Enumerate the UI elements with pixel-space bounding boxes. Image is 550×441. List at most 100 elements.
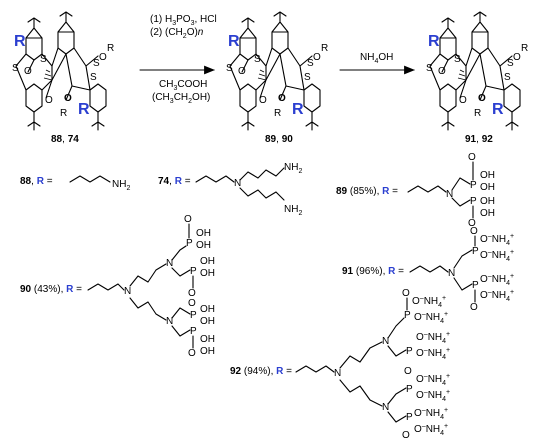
svg-text:OH: OH: [480, 170, 495, 181]
r-label: R: [292, 101, 304, 118]
r-label: R: [60, 108, 67, 119]
svg-text:OH: OH: [480, 208, 495, 219]
o-atom: O: [313, 52, 321, 63]
s-atom: S: [40, 54, 47, 65]
s-atom: S: [254, 54, 261, 65]
svg-text:NH2: NH2: [112, 179, 130, 192]
solvent-line-1: CH3COOH: [159, 79, 207, 92]
svg-text:OH: OH: [480, 182, 495, 193]
svg-text:OH: OH: [200, 304, 215, 315]
svg-text:N: N: [124, 286, 131, 297]
s-atom: S: [304, 72, 311, 83]
r-def-91: 91 (96%), R = N P O O–NH4+ O–NH4+ P O O–…: [342, 226, 514, 313]
svg-text:OH: OH: [196, 240, 211, 251]
reagent-line-2: (2) (CH2O)n: [150, 27, 204, 40]
svg-text:O–NH4+: O–NH4+: [416, 331, 450, 345]
r-label: R: [492, 101, 504, 118]
s-atom: S: [226, 63, 233, 74]
svg-text:N: N: [166, 258, 173, 269]
svg-text:92 (94%), R =: 92 (94%), R =: [230, 366, 292, 377]
structure-88-74: R O S S S S O R O R O R 88, 74: [12, 11, 114, 145]
o-atom: O: [278, 93, 286, 104]
svg-text:P: P: [406, 346, 413, 357]
s-atom: S: [12, 63, 19, 74]
o-atom: O: [45, 95, 53, 106]
svg-text:89 (85%), R =: 89 (85%), R =: [336, 186, 398, 197]
svg-text:OH: OH: [200, 316, 215, 327]
r-label: R: [428, 33, 440, 50]
svg-text:P: P: [190, 326, 197, 337]
svg-text:N: N: [334, 368, 341, 379]
r-label: R: [521, 43, 528, 54]
s-atom: S: [307, 58, 314, 69]
svg-text:OH: OH: [200, 256, 215, 267]
svg-text:P: P: [470, 196, 477, 207]
svg-text:P: P: [472, 246, 479, 257]
solvent-line-2: (CH3CH2OH): [152, 92, 210, 105]
s-atom: S: [504, 72, 511, 83]
svg-text:N: N: [382, 336, 389, 347]
svg-text:O: O: [184, 214, 192, 225]
svg-text:O: O: [404, 366, 412, 377]
svg-text:P: P: [404, 310, 411, 321]
svg-text:O: O: [470, 302, 478, 313]
reagent-line-1: (1) H3PO3, HCl: [150, 14, 217, 27]
svg-text:O–NH4+: O–NH4+: [416, 389, 450, 403]
svg-text:P: P: [190, 310, 197, 321]
svg-text:O–NH4+: O–NH4+: [412, 295, 446, 309]
r-def-90: 90 (43%), R = N N P O OH OH P O OH OH N …: [20, 214, 215, 359]
svg-text:O–NH4+: O–NH4+: [480, 289, 514, 303]
svg-text:88, R =: 88, R =: [20, 176, 53, 187]
svg-text:90 (43%), R =: 90 (43%), R =: [20, 284, 82, 295]
svg-text:O: O: [188, 288, 196, 299]
svg-text:OH: OH: [200, 268, 215, 279]
svg-text:O: O: [468, 152, 476, 163]
o-atom: O: [478, 93, 486, 104]
reaction-step-1: (1) H3PO3, HCl (2) (CH2O)n CH3COOH (CH3C…: [139, 14, 217, 105]
svg-text:91 (96%), R =: 91 (96%), R =: [342, 266, 404, 277]
svg-text:O–NH4+: O–NH4+: [414, 423, 448, 437]
r-label: R: [474, 108, 481, 119]
r-label: R: [107, 43, 114, 54]
s-atom: S: [90, 72, 97, 83]
svg-text:O: O: [470, 226, 478, 237]
svg-text:N: N: [234, 178, 241, 189]
svg-text:74, R =: 74, R =: [158, 176, 191, 187]
r-label: R: [14, 33, 26, 50]
compound-label: 89, 90: [265, 134, 293, 145]
svg-text:N: N: [166, 316, 173, 327]
svg-text:O: O: [402, 288, 410, 299]
reaction-step-2: NH4OH: [339, 52, 416, 75]
structure-89-90: R O S S S S O R O R O R 89, 90: [226, 11, 328, 145]
r-def-92: 92 (94%), R = N N P O O–NH4+ O–NH4+ P O …: [230, 288, 450, 441]
svg-text:OH: OH: [200, 346, 215, 357]
r-label: R: [274, 108, 281, 119]
svg-text:O–NH4+: O–NH4+: [414, 407, 448, 421]
r-label: R: [78, 101, 90, 118]
svg-text:P: P: [406, 384, 413, 395]
svg-text:O–NH4+: O–NH4+: [414, 311, 448, 325]
compound-label: 91, 92: [465, 134, 493, 145]
svg-text:OH: OH: [200, 334, 215, 345]
s-atom: S: [93, 58, 100, 69]
r-def-74: 74, R = N NH2 NH2: [158, 162, 302, 217]
svg-text:NH2: NH2: [284, 204, 302, 217]
svg-text:OH: OH: [196, 228, 211, 239]
s-atom: S: [454, 54, 461, 65]
r-label: R: [321, 43, 328, 54]
svg-text:P: P: [406, 412, 413, 423]
compound-label: 88, 74: [51, 134, 79, 145]
svg-text:O: O: [188, 348, 196, 359]
svg-text:P: P: [470, 180, 477, 191]
svg-text:N: N: [382, 402, 389, 413]
svg-text:P: P: [186, 238, 193, 249]
svg-text:P: P: [472, 280, 479, 291]
r-label: R: [228, 33, 240, 50]
svg-text:O: O: [468, 218, 476, 229]
o-atom: O: [64, 93, 72, 104]
svg-text:O–NH4+: O–NH4+: [416, 347, 450, 361]
svg-text:N: N: [448, 268, 455, 279]
reagent-nh4oh: NH4OH: [360, 52, 393, 65]
svg-text:O–NH4+: O–NH4+: [480, 249, 514, 263]
